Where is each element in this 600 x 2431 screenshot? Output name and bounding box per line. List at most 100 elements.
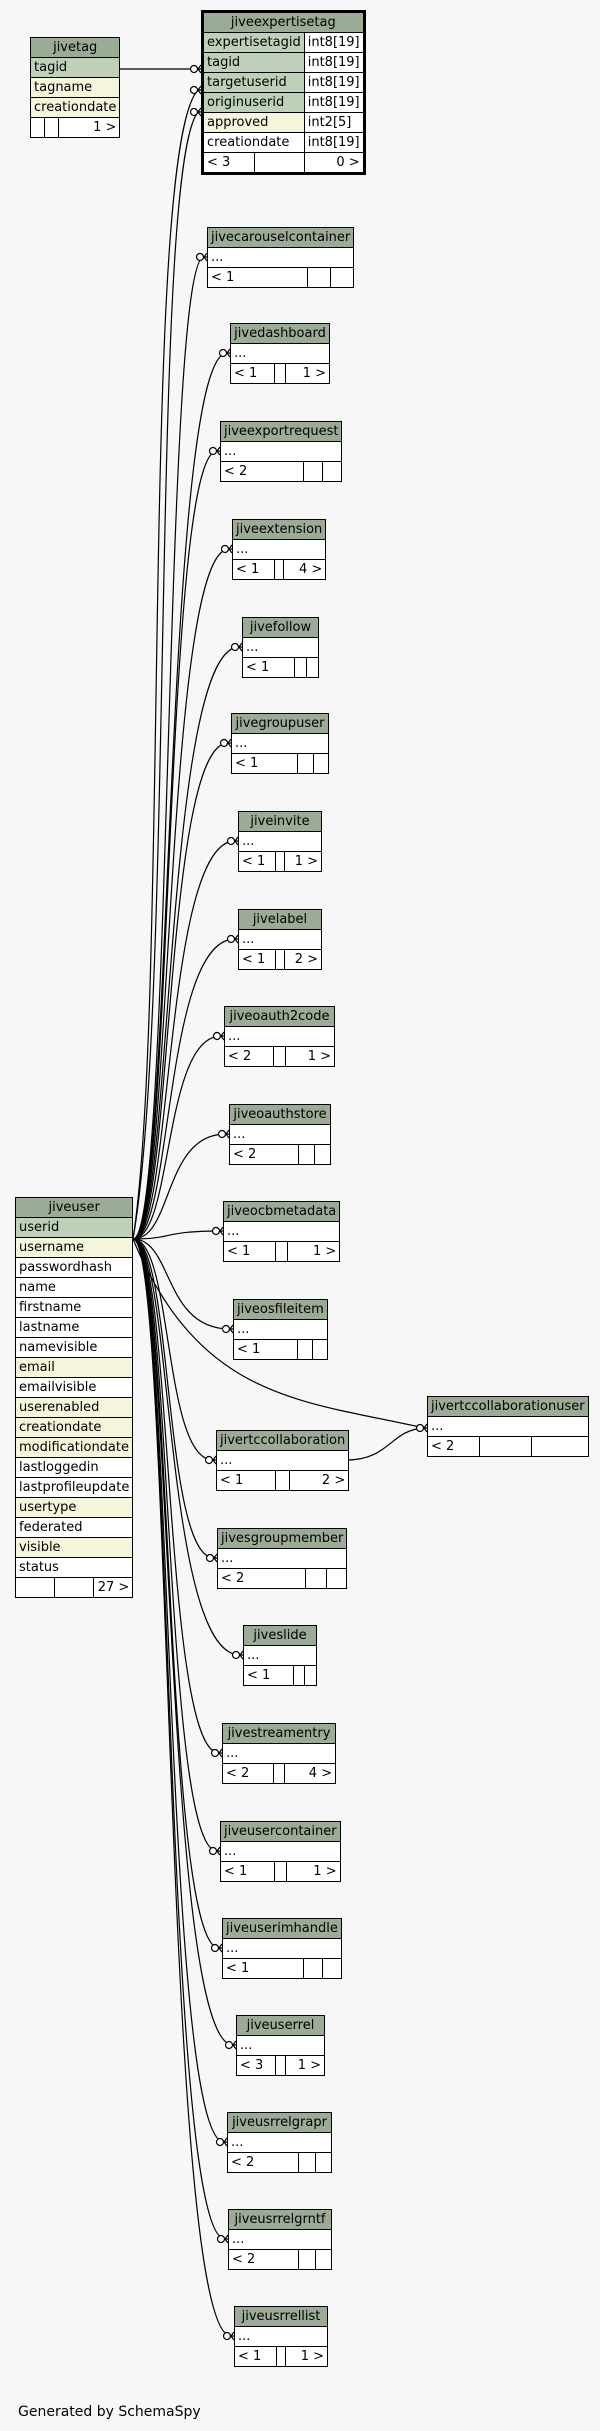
column-tagid[interactable]: tagid	[29, 57, 121, 78]
child-count[interactable]	[312, 753, 330, 774]
child-count[interactable]	[305, 657, 320, 678]
child-count[interactable]: 1 >	[283, 851, 323, 872]
table-title[interactable]: jiveusercontainer	[220, 1821, 341, 1842]
child-count[interactable]: 2 >	[283, 949, 323, 970]
child-count[interactable]	[304, 1665, 317, 1686]
child-count[interactable]: 1 >	[58, 117, 121, 138]
parent-count[interactable]: < 3	[235, 2055, 277, 2076]
column-ellipsis[interactable]: ...	[234, 2326, 328, 2347]
column-approved[interactable]: approved	[202, 112, 305, 133]
parent-count[interactable]: < 1	[237, 949, 277, 970]
table-jivefollow[interactable]: jivefollow...< 1	[242, 617, 320, 678]
column-originuserid[interactable]: originuserid	[202, 92, 305, 113]
table-jivesgroupmember[interactable]: jivesgroupmember...< 2	[216, 1528, 348, 1589]
child-count[interactable]: 1 >	[284, 1046, 336, 1067]
parent-count[interactable]: < 2	[427, 1436, 480, 1457]
table-title[interactable]: jiveextension	[231, 519, 327, 540]
table-title[interactable]: jivecarouselcontainer	[206, 227, 355, 248]
child-count[interactable]	[314, 2249, 333, 2270]
parent-count[interactable]: < 2	[216, 1568, 307, 1589]
table-title[interactable]: jiveuserimhandle	[222, 1918, 342, 1939]
table-jiveuserimhandle[interactable]: jiveuserimhandle...< 1	[221, 1918, 342, 1979]
column-userid[interactable]: userid	[14, 1217, 134, 1238]
parent-count[interactable]: < 1	[206, 267, 309, 288]
column-ellipsis[interactable]: ...	[206, 247, 355, 268]
table-jivegroupuser[interactable]: jivegroupuser...< 1	[230, 713, 330, 774]
column-ellipsis[interactable]: ...	[222, 1221, 341, 1242]
column-creationdate[interactable]: creationdate	[202, 132, 305, 153]
column-lastloggedin[interactable]: lastloggedin	[14, 1457, 134, 1478]
table-title[interactable]: jiveusrrelgrntf	[228, 2209, 332, 2230]
table-title[interactable]: jivesgroupmember	[216, 1528, 348, 1549]
table-title[interactable]: jiveexpertisetag	[202, 11, 365, 33]
column-targetuserid[interactable]: targetuserid	[202, 72, 305, 93]
column-ellipsis[interactable]: ...	[231, 733, 329, 754]
table-jiveosfileitem[interactable]: jiveosfileitem...< 1	[232, 1299, 328, 1360]
parent-count[interactable]: < 1	[234, 2346, 277, 2367]
column-username[interactable]: username	[14, 1237, 134, 1258]
child-count[interactable]	[322, 1958, 342, 1979]
child-count[interactable]: 4 >	[283, 559, 327, 580]
table-title[interactable]: jivestreamentry	[222, 1723, 336, 1744]
parent-count[interactable]: < 1	[222, 1241, 277, 1262]
column-ellipsis[interactable]: ...	[233, 1319, 328, 1340]
column-ellipsis[interactable]: ...	[242, 637, 319, 658]
table-title[interactable]: jiveoauth2code	[224, 1006, 335, 1027]
parent-count[interactable]: < 2	[219, 461, 305, 482]
column-ellipsis[interactable]: ...	[243, 1645, 317, 1666]
column-lastprofileupdate[interactable]: lastprofileupdate	[14, 1477, 134, 1498]
child-count[interactable]: 1 >	[287, 1241, 341, 1262]
column-ellipsis[interactable]: ...	[230, 343, 330, 364]
column-ellipsis[interactable]: ...	[227, 2132, 332, 2153]
child-count[interactable]	[314, 1144, 331, 1165]
column-ellipsis[interactable]: ...	[427, 1416, 589, 1437]
column-creationdate[interactable]: creationdate	[29, 97, 121, 118]
table-title[interactable]: jiveosfileitem	[233, 1299, 328, 1320]
column-emailvisible[interactable]: emailvisible	[14, 1377, 134, 1398]
parent-count[interactable]: < 1	[230, 753, 299, 774]
column-visible[interactable]: visible	[14, 1537, 134, 1558]
column-ellipsis[interactable]: ...	[238, 831, 322, 852]
table-title[interactable]: jivedashboard	[230, 323, 330, 344]
column-expertisetagid[interactable]: expertisetagid	[202, 32, 305, 53]
table-title[interactable]: jiveexportrequest	[219, 421, 343, 442]
child-count[interactable]	[531, 1436, 589, 1457]
column-ellipsis[interactable]: ...	[228, 2229, 332, 2250]
column-tagid[interactable]: tagid	[202, 52, 305, 73]
column-federated[interactable]: federated	[14, 1517, 134, 1538]
parent-count[interactable]: < 1	[242, 657, 295, 678]
table-title[interactable]: jiveusrrellist	[234, 2306, 328, 2327]
parent-count[interactable]: < 2	[228, 1144, 300, 1165]
column-ellipsis[interactable]: ...	[229, 1124, 331, 1145]
child-count[interactable]: 0 >	[303, 152, 365, 174]
column-tagname[interactable]: tagname	[29, 77, 121, 98]
child-count[interactable]	[311, 1339, 328, 1360]
table-title[interactable]: jivertccollaborationuser	[427, 1396, 589, 1417]
parent-count[interactable]: < 1	[215, 1470, 277, 1491]
column-name[interactable]: name	[14, 1277, 134, 1298]
table-title[interactable]: jiveusrrelgrapr	[227, 2112, 332, 2133]
column-creationdate[interactable]: creationdate	[14, 1417, 134, 1438]
column-modificationdate[interactable]: modificationdate	[14, 1437, 134, 1458]
table-jiveslide[interactable]: jiveslide...< 1	[243, 1625, 317, 1686]
parent-count[interactable]: < 1	[220, 1861, 275, 1882]
table-jiveusrrelgrapr[interactable]: jiveusrrelgrapr...< 2	[226, 2112, 333, 2173]
table-jivetag[interactable]: jivetag tagid tagname creationdate 1 >	[29, 37, 121, 138]
column-lastname[interactable]: lastname	[14, 1317, 134, 1338]
column-email[interactable]: email	[14, 1357, 134, 1378]
parent-count[interactable]: < 2	[222, 1763, 274, 1784]
table-jiveusrrelgrntf[interactable]: jiveusrrelgrntf...< 2	[227, 2209, 333, 2270]
parent-count[interactable]: < 1	[232, 1339, 299, 1360]
table-jiveuser[interactable]: jiveuser userid username passwordhash na…	[14, 1197, 134, 1598]
column-ellipsis[interactable]: ...	[215, 1450, 350, 1471]
child-count[interactable]	[330, 267, 355, 288]
parent-count[interactable]	[29, 117, 46, 138]
table-title[interactable]: jiveuser	[14, 1197, 134, 1218]
parent-count[interactable]: < 3	[202, 152, 255, 174]
table-title[interactable]: jiveuserrel	[236, 2015, 325, 2036]
